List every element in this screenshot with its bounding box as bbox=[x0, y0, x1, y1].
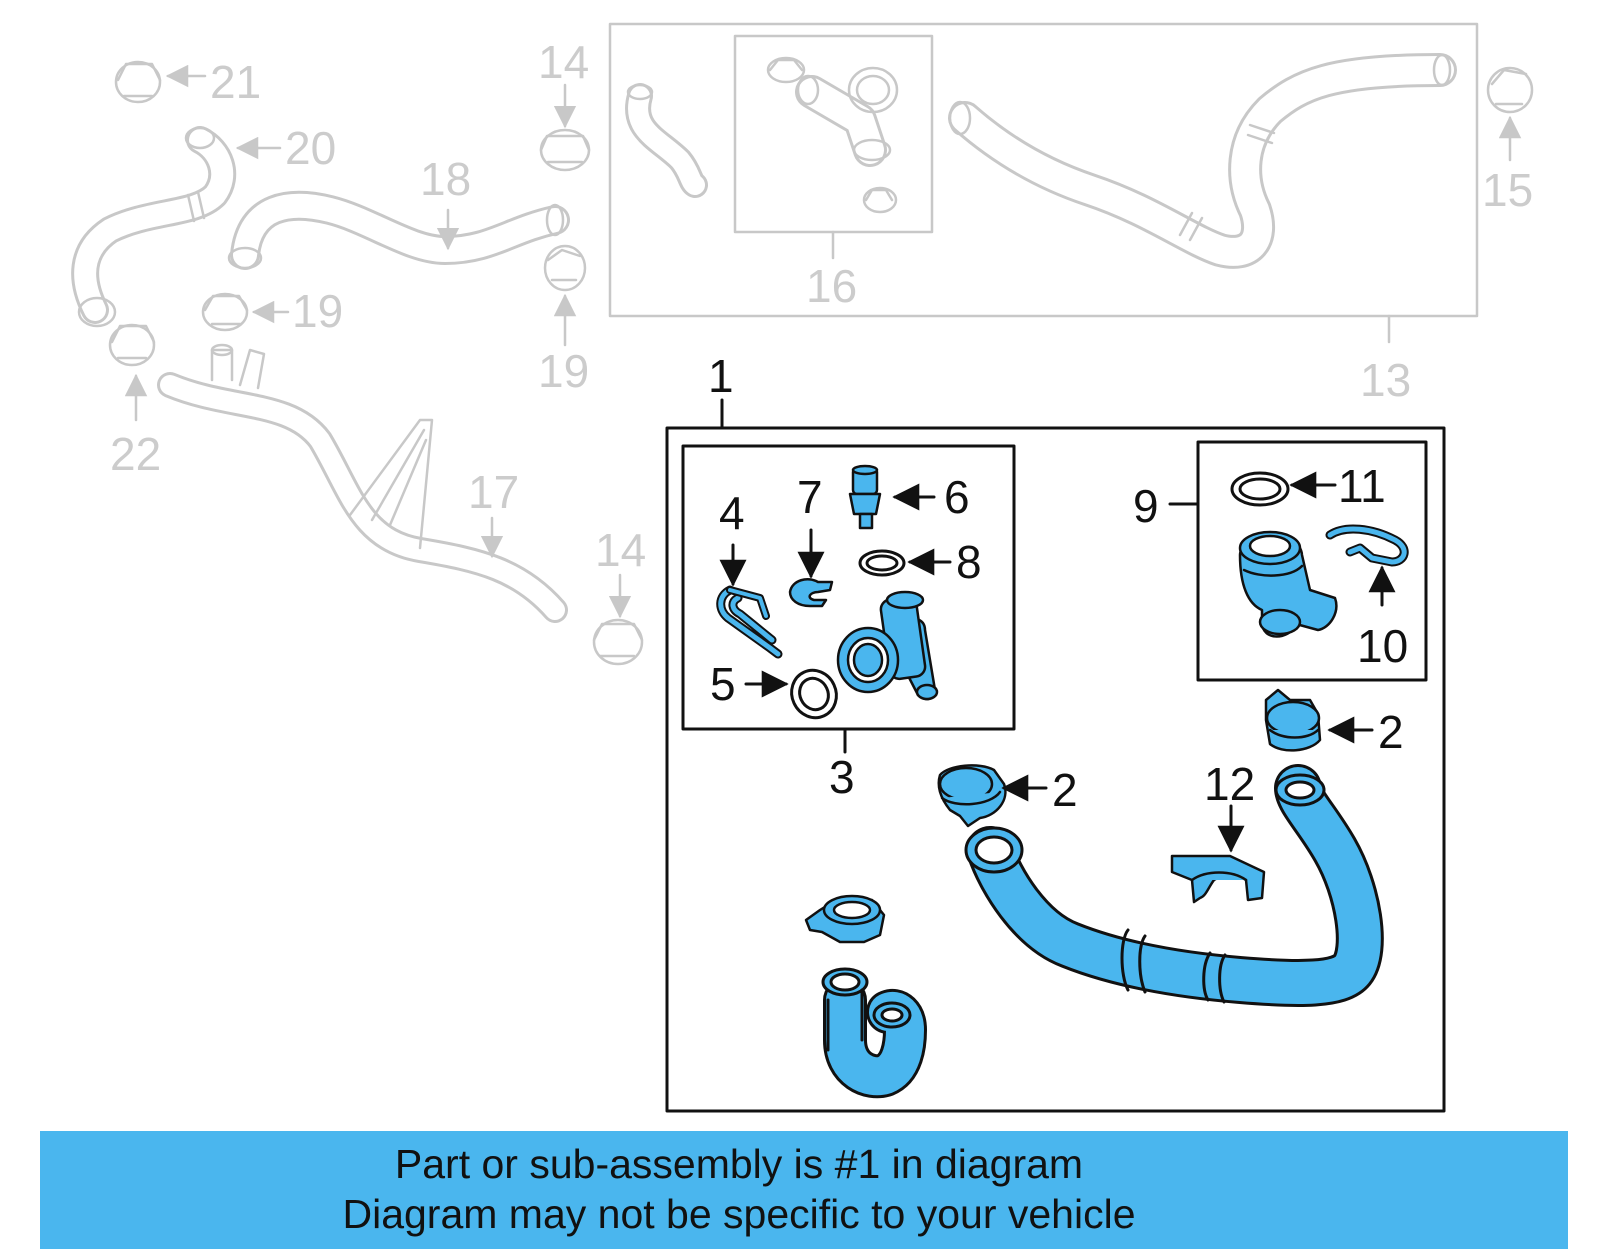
callout-14-top: 14 bbox=[538, 36, 589, 88]
callout-21: 21 bbox=[210, 56, 261, 108]
part-3-tee bbox=[836, 590, 939, 701]
callout-8: 8 bbox=[956, 536, 982, 588]
callout-13: 13 bbox=[1360, 354, 1411, 406]
part-11-oring bbox=[1230, 471, 1290, 507]
callout-3: 3 bbox=[829, 751, 855, 803]
assembly-callouts: 1 6 7 4 8 5 3 9 11 10 2 2 12 bbox=[708, 350, 1408, 816]
context-callouts: 14 19 16 13 15 21 20 18 19 22 17 14 bbox=[110, 36, 1533, 576]
callout-10: 10 bbox=[1357, 620, 1408, 672]
part-16-tee bbox=[766, 56, 899, 214]
group-3-box bbox=[681, 444, 1016, 731]
callout-4: 4 bbox=[719, 487, 745, 539]
hose-13a bbox=[625, 83, 708, 198]
clamp-22 bbox=[108, 323, 156, 367]
part-2-clamp-right bbox=[1264, 688, 1322, 752]
part-9-valve bbox=[1238, 530, 1338, 638]
banner-line-1: Part or sub-assembly is #1 in diagram bbox=[394, 1141, 1084, 1187]
part-6-sensor bbox=[848, 464, 882, 530]
callout-2-right: 2 bbox=[1378, 706, 1404, 758]
callout-20: 20 bbox=[285, 122, 336, 174]
callout-9: 9 bbox=[1133, 480, 1159, 532]
info-banner: Part or sub-assembly is #1 in diagram Di… bbox=[40, 1131, 1568, 1249]
assembly-1-box bbox=[665, 426, 1446, 1113]
part-12-bracket bbox=[1170, 854, 1266, 904]
callout-19-mid: 19 bbox=[538, 345, 589, 397]
assembly-1 bbox=[665, 398, 1446, 1113]
callout-15: 15 bbox=[1482, 164, 1533, 216]
main-hose bbox=[964, 764, 1384, 1007]
callout-2-middle: 2 bbox=[1052, 764, 1078, 816]
callout-11: 11 bbox=[1338, 460, 1386, 512]
pipe-17 bbox=[157, 343, 568, 623]
group-16-box bbox=[733, 34, 934, 234]
callout-12: 12 bbox=[1204, 758, 1255, 810]
clamp-19-left bbox=[201, 292, 249, 332]
hose-20 bbox=[71, 126, 237, 328]
callout-14-bottom: 14 bbox=[595, 524, 646, 576]
callout-19-left: 19 bbox=[292, 285, 343, 337]
clamp-14-bottom bbox=[592, 618, 644, 666]
hose-13b bbox=[948, 53, 1457, 269]
callout-18: 18 bbox=[420, 153, 471, 205]
part-7-clip bbox=[788, 578, 834, 608]
context-parts bbox=[71, 22, 1534, 666]
group-9-box bbox=[1196, 440, 1428, 682]
callout-5: 5 bbox=[710, 658, 736, 710]
clamp-19-mid bbox=[543, 244, 587, 292]
callout-16: 16 bbox=[806, 260, 857, 312]
banner-line-2: Diagram may not be specific to your vehi… bbox=[342, 1191, 1136, 1237]
group-13-box bbox=[608, 22, 1479, 318]
callout-22: 22 bbox=[110, 428, 161, 480]
callout-17: 17 bbox=[468, 466, 519, 518]
small-j-hose bbox=[821, 967, 927, 1099]
clamp-21 bbox=[114, 60, 162, 104]
part-10-clip bbox=[1325, 524, 1409, 567]
callout-7: 7 bbox=[797, 471, 823, 523]
clamp-15 bbox=[1486, 66, 1534, 114]
hose-18 bbox=[227, 190, 570, 270]
callout-6: 6 bbox=[944, 471, 970, 523]
clamp-14-top bbox=[539, 128, 591, 172]
part-8-oring bbox=[858, 549, 906, 577]
part-5-oring bbox=[790, 668, 838, 720]
part-2-clamp-middle bbox=[937, 764, 1007, 828]
part-4-clip bbox=[716, 585, 783, 659]
part-2-clamp-lower bbox=[804, 894, 886, 944]
callout-1: 1 bbox=[708, 350, 734, 402]
